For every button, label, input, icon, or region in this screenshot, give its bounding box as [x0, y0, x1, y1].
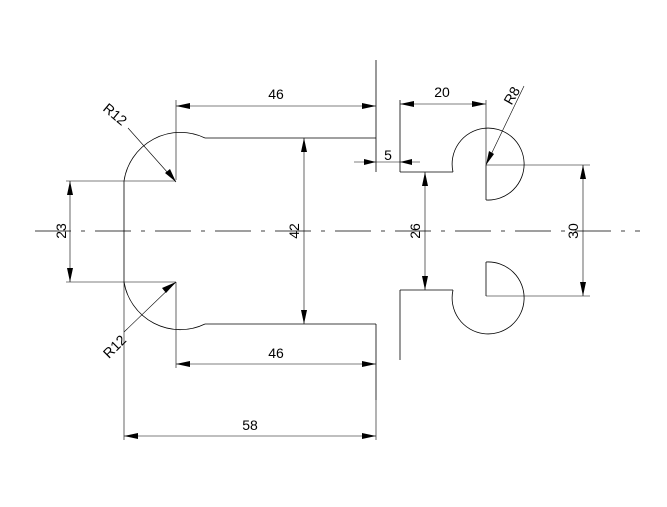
dim-outer-30: 30: [565, 165, 586, 296]
right-part-outline: [399, 100, 525, 360]
dim-radius-r12-top: R12: [100, 100, 177, 183]
dim-right-20-label: 20: [434, 84, 450, 100]
dim-bottom-46: 46: [176, 345, 376, 367]
dim-radius-r12-bottom-label: R12: [100, 332, 130, 362]
dim-gap-5-label: 5: [384, 147, 392, 163]
dim-right-20: 20: [400, 84, 486, 107]
dim-radius-r8-label: R8: [500, 84, 523, 108]
dim-top-46-label: 46: [268, 86, 284, 102]
left-part-outline: [123, 60, 377, 400]
dim-overall-58: 58: [124, 417, 376, 439]
dim-height-42: 42: [286, 138, 307, 324]
dim-radius-r12-top-label: R12: [100, 100, 130, 129]
dim-inner-26: 26: [407, 172, 428, 290]
extension-lines: [66, 100, 590, 440]
dim-inner-26-label: 26: [407, 223, 423, 239]
dim-radius-r8: R8: [485, 84, 525, 166]
dim-outer-30-label: 30: [565, 223, 581, 239]
dim-top-46: 46: [176, 86, 376, 109]
dim-gap-5: 5: [354, 147, 420, 165]
dim-bottom-46-label: 46: [268, 345, 284, 361]
dim-height-42-label: 42: [286, 223, 302, 239]
dim-slot-23-label: 23: [53, 223, 69, 239]
dim-radius-r12-bottom: R12: [100, 281, 177, 362]
dim-slot-23: 23: [53, 181, 73, 282]
dim-overall-58-label: 58: [242, 417, 258, 433]
